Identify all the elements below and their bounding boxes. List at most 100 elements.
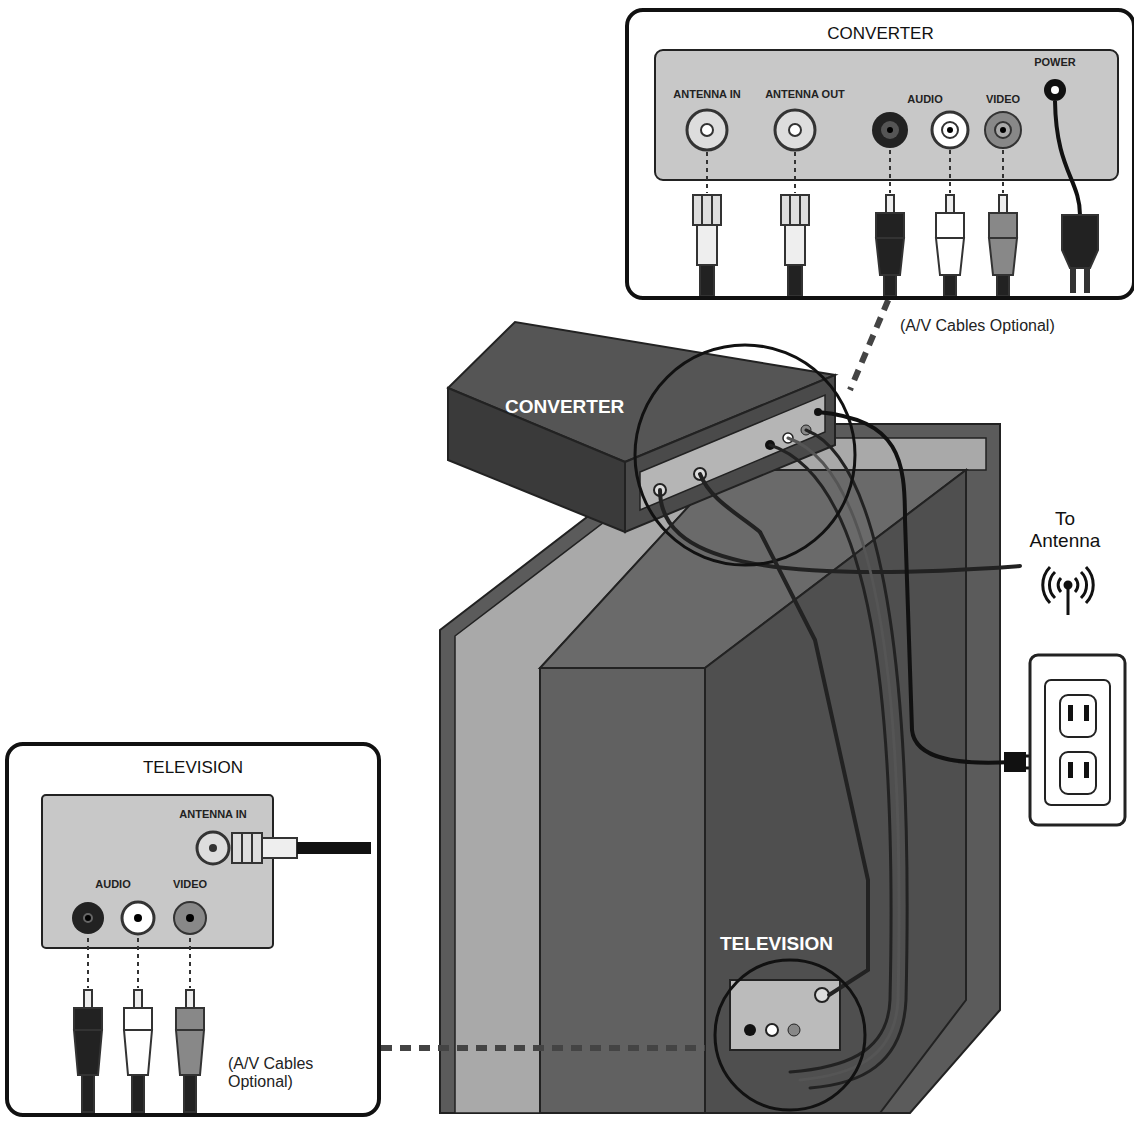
television-inset-plugs [176, 1008, 204, 1030]
television-inset-plugs [74, 1008, 102, 1030]
port-label: AUDIO [907, 93, 942, 106]
television-inset-leaders [189, 938, 191, 988]
television-inset-panel [209, 844, 217, 852]
converter-inset-plugs [693, 195, 721, 225]
antenna-symbol [1067, 588, 1070, 615]
converter-inset-panel [1000, 127, 1006, 133]
converter-inset-plugs [788, 265, 802, 296]
inset-heading: TELEVISION [9, 758, 377, 778]
port-label: ANTENNA IN [179, 808, 246, 821]
television-inset-panel [297, 842, 371, 854]
antenna-symbol [1086, 567, 1093, 603]
television-inset-plugs [132, 1075, 144, 1112]
television-inset-plugs [134, 990, 142, 1008]
antenna-symbol [1065, 582, 1071, 588]
converter-inset-plugs [700, 265, 714, 296]
converter-inset-plugs [876, 213, 904, 238]
converter-inset-panel [932, 112, 968, 148]
converter-inset-panel [775, 110, 815, 150]
converter-inset-leaders [889, 150, 891, 193]
television-inset-plugs [124, 1008, 152, 1030]
antenna-label: To Antenna [1020, 508, 1110, 552]
television-inset-plugs [176, 1030, 204, 1075]
cables [660, 412, 1020, 1088]
converter-inset-panel [872, 112, 908, 148]
converter-box: CONVERTER [448, 322, 850, 532]
cables [700, 474, 760, 532]
television-inset-panel [251, 833, 253, 863]
television-inset-panel [72, 902, 104, 934]
television-inset-panel [241, 833, 243, 863]
port-label: POWER [1034, 56, 1076, 69]
wall-outlet [1030, 655, 1125, 825]
television-body [440, 424, 1000, 1113]
converter-box-body [448, 388, 625, 532]
television-jack-panel [730, 980, 840, 1050]
converter-inset-plugs [884, 275, 896, 296]
converter-inset-panel [701, 124, 713, 136]
converter-box-body [625, 375, 835, 532]
wall-outlet [1030, 655, 1125, 825]
television-inset-plugs [82, 1075, 94, 1112]
converter-inset-plugs [944, 275, 956, 296]
antenna-symbol [1081, 572, 1087, 598]
television-jack-panel [788, 1024, 800, 1036]
television-inset-panel [134, 914, 142, 922]
television-inset-panel [262, 838, 297, 858]
antenna-symbol [1043, 567, 1050, 603]
converter-inset-panel [655, 50, 1118, 180]
inset-heading: CONVERTER [629, 24, 1132, 44]
cables [806, 430, 907, 1088]
zoom-circles [635, 345, 855, 565]
converter-inset-plugs [876, 238, 904, 275]
converter-box-body [448, 322, 835, 532]
zoom-circles [715, 960, 865, 1110]
television-inset-plugs [186, 990, 194, 1008]
converter-inset-plugs [701, 195, 703, 225]
converter-inset-panel [887, 127, 893, 133]
television-inset-panel [174, 902, 206, 934]
converter-inset-plugs [781, 195, 809, 225]
zoom-connector [381, 1045, 705, 1051]
wall-outlet [1084, 705, 1089, 721]
port-label: AUDIO [95, 878, 130, 891]
wall-outlet [1060, 752, 1096, 794]
device-label: CONVERTER [505, 396, 624, 418]
wall-outlet [1045, 680, 1110, 805]
coax-cable [760, 532, 868, 925]
television-set: TELEVISION [705, 925, 890, 1100]
wall-outlet [1068, 762, 1073, 778]
converter-inset-panel [655, 50, 1118, 180]
note-label: (A/V Cables Optional) [228, 1055, 348, 1092]
cables [818, 412, 1012, 763]
television-jack-panel [815, 988, 829, 1002]
television-jack-panel [730, 980, 840, 1050]
converter-inset-plugs [785, 225, 805, 265]
television-inset-panel [232, 833, 262, 863]
port-label: VIDEO [173, 878, 207, 891]
television-inset-panel [122, 902, 154, 934]
converter-box-body [640, 395, 825, 510]
converter-inset-plugs [799, 195, 801, 225]
antenna-symbol [1075, 578, 1078, 592]
television-jack-panel [744, 1024, 756, 1036]
television-body [540, 668, 705, 1113]
power-plug [1004, 752, 1026, 772]
television-jack-panel [766, 1024, 778, 1036]
television-inset-panel [186, 914, 194, 922]
television-inset-leaders [87, 938, 89, 988]
converter-inset-panel [995, 122, 1011, 138]
television-inset-plugs [184, 1075, 196, 1112]
converter-inset-leaders [794, 152, 796, 193]
device-label: TELEVISION [720, 933, 833, 955]
converter-inset-plugs [936, 213, 964, 238]
television-inset-leaders [137, 938, 139, 988]
converter-inset-leaders [1002, 150, 1004, 193]
converter-inset-panel [1051, 86, 1059, 94]
television-inset-panel [197, 832, 229, 864]
converter-inset-panel [947, 127, 953, 133]
antenna-symbol [1049, 572, 1055, 598]
converter-inset-plugs [1085, 268, 1089, 292]
converter-inset-plugs [886, 195, 894, 213]
converter-inset-plugs [946, 195, 954, 213]
